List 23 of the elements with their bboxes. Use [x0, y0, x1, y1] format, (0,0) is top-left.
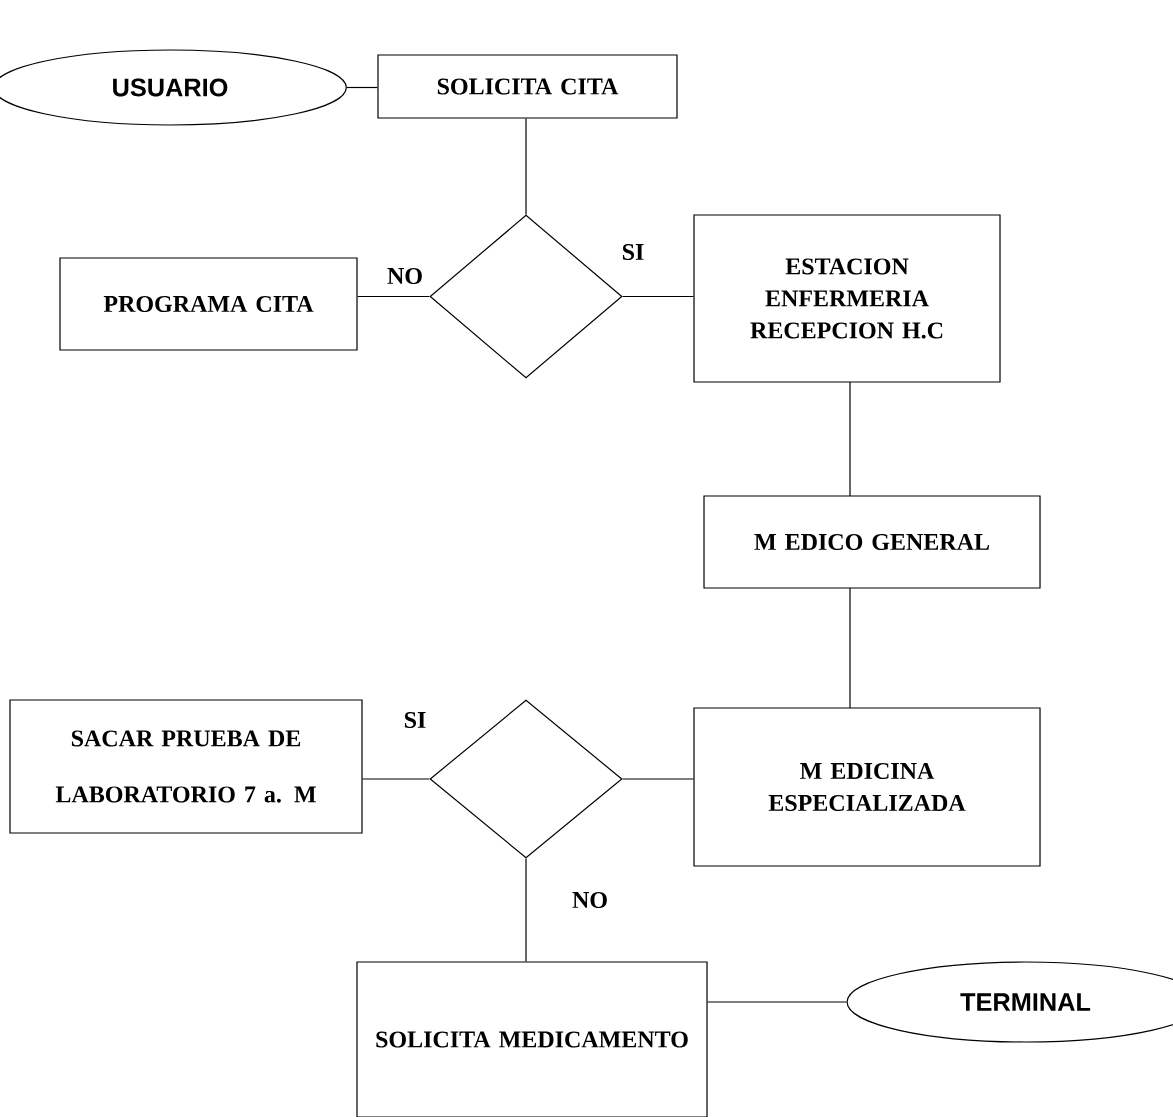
- connector-line: [849, 381, 851, 497]
- connector-line: [357, 295, 430, 298]
- process-box: M EDICO GENERAL: [703, 495, 1041, 589]
- edge-label: NO: [572, 891, 607, 909]
- connector-line: [849, 587, 851, 709]
- decision-diamond: [429, 699, 623, 859]
- decision-diamond: [429, 214, 623, 379]
- process-box: SOLICITA CITA: [377, 54, 678, 119]
- edge-label: NO: [387, 267, 422, 285]
- process-box: ESTACION ENFERMERIA RECEPCION H.C: [693, 214, 1001, 383]
- connector-line: [525, 118, 527, 215]
- edge-label: SI: [622, 243, 644, 261]
- process-box: SOLICITA MEDICAMENTO: [356, 961, 708, 1117]
- process-box: PROGRAMA CITA: [59, 257, 358, 351]
- connector-line: [346, 86, 378, 89]
- connector-line: [622, 295, 694, 298]
- process-box: M EDICINA ESPECIALIZADA: [693, 707, 1041, 867]
- connector-line: [707, 1001, 848, 1003]
- process-box: SACAR PRUEBA DE LABORATORIO 7 a. M: [9, 699, 363, 834]
- connector-line: [525, 858, 527, 962]
- connector-line: [362, 778, 430, 780]
- edge-label: SI: [404, 711, 426, 729]
- connector-line: [622, 778, 694, 780]
